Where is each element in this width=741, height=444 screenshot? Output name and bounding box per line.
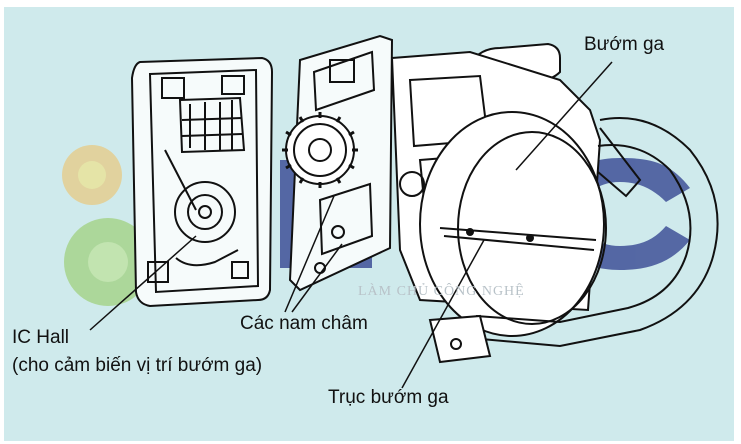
leader-ic-hall [89, 235, 197, 331]
leader-throttle-shaft [401, 239, 485, 389]
throttle-body [390, 42, 642, 337]
coolant-pipe [428, 117, 719, 364]
ic-hall-description: (cho cảm biến vị trí bướm ga) [12, 355, 263, 376]
leader-throttle-valve [515, 61, 613, 171]
watermark-tagline: LÀM CHỦ CÔNG NGHỆ [358, 284, 525, 299]
throttle-valve-label: Bướm ga [584, 34, 665, 55]
ic-hall-label: IC Hall [12, 327, 70, 348]
leader-magnet-2 [291, 243, 343, 313]
ic-hall-cover [130, 56, 274, 308]
gear [282, 112, 358, 188]
throttle-shaft-label: Trục bướm ga [328, 387, 449, 408]
leader-magnet-1 [284, 195, 335, 313]
magnets-label: Các nam châm [240, 313, 368, 334]
leader-lines [89, 61, 613, 389]
